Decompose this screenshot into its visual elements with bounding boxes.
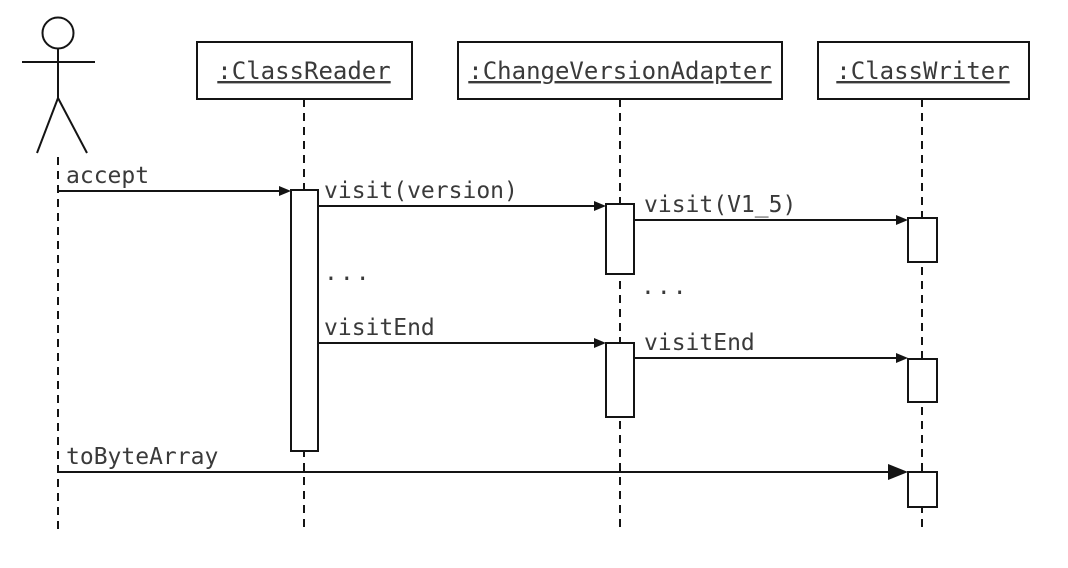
message-visit-version-label: visit(version): [324, 178, 518, 204]
arrowhead-icon: [594, 338, 606, 348]
object-classwriter-label: :ClassWriter: [836, 57, 1009, 85]
actor-icon: [22, 16, 95, 154]
object-classwriter: :ClassWriter: [817, 41, 1030, 100]
activation-classreader: [290, 189, 319, 452]
object-changeversionadapter-label: :ChangeVersionAdapter: [468, 57, 771, 85]
ellipsis-classreader: ...: [324, 260, 372, 286]
ellipsis-adapter: ...: [641, 274, 689, 300]
object-classreader: :ClassReader: [196, 41, 413, 100]
actor-leg-left: [36, 97, 59, 154]
message-visitend-reader: visitEnd: [318, 315, 606, 348]
activation-writer-tobytearray: [907, 471, 938, 508]
message-tobytearray-label: toByteArray: [66, 444, 218, 470]
activation-writer-visitend: [907, 358, 938, 403]
object-changeversionadapter-box: [457, 41, 783, 100]
object-classwriter-box: [817, 41, 1030, 100]
arrowhead-icon: [896, 215, 908, 225]
object-changeversionadapter: :ChangeVersionAdapter: [457, 41, 783, 100]
object-classreader-label: :ClassReader: [217, 57, 390, 85]
message-accept: accept: [58, 163, 291, 196]
message-visit-v1-5-label: visit(V1_5): [644, 192, 796, 218]
actor-leg-right: [57, 97, 88, 154]
activation-writer-visit: [907, 217, 938, 263]
arrowhead-icon: [594, 201, 606, 211]
message-visitend-reader-label: visitEnd: [324, 315, 435, 341]
message-accept-label: accept: [66, 163, 149, 189]
message-visit-v1-5: visit(V1_5): [634, 192, 908, 225]
message-visit-version: visit(version): [318, 178, 606, 211]
message-visitend-adapter: visitEnd: [634, 330, 908, 363]
activation-adapter-visitend: [605, 342, 635, 418]
arrowhead-icon: [279, 186, 291, 196]
message-tobytearray: toByteArray: [58, 444, 908, 480]
arrowhead-icon: [888, 464, 908, 480]
object-classreader-box: [196, 41, 413, 100]
actor-head: [41, 16, 75, 50]
arrowhead-icon: [896, 353, 908, 363]
message-visitend-adapter-label: visitEnd: [644, 330, 755, 356]
activation-adapter-visit: [605, 203, 635, 275]
